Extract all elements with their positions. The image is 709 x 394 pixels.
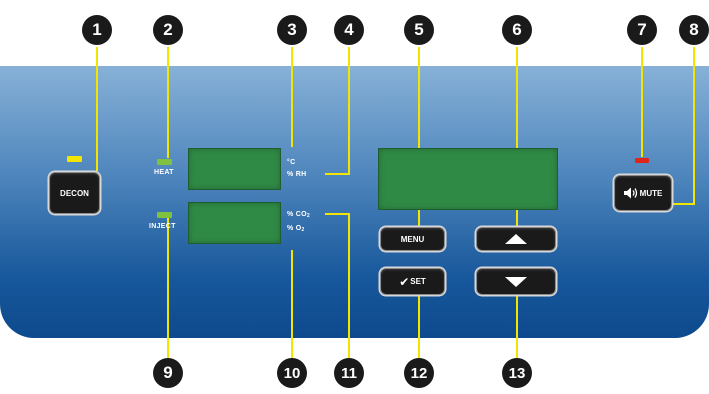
callout-2: 2 bbox=[153, 15, 183, 45]
leader-line-1 bbox=[96, 47, 98, 171]
temperature-display bbox=[188, 148, 281, 190]
set-button[interactable]: ✔ SET bbox=[380, 268, 445, 295]
callout-11: 11 bbox=[334, 358, 364, 388]
decon-button[interactable]: DECON bbox=[49, 172, 100, 214]
mute-alarm-led bbox=[635, 158, 649, 163]
callout-9: 9 bbox=[153, 358, 183, 388]
callout-5: 5 bbox=[404, 15, 434, 45]
menu-button[interactable]: MENU bbox=[380, 227, 445, 251]
rh-label: % RH bbox=[287, 171, 307, 178]
callout-10: 10 bbox=[277, 358, 307, 388]
heat-label: HEAT bbox=[154, 169, 174, 176]
leader-line-7 bbox=[641, 47, 643, 157]
leader-line-4 bbox=[348, 47, 350, 174]
callout-8: 8 bbox=[679, 15, 709, 45]
leader-line-10 bbox=[291, 250, 293, 358]
leader-line-13 bbox=[516, 295, 518, 358]
leader-line-4-h bbox=[325, 173, 350, 175]
leader-line-11-h bbox=[325, 213, 350, 215]
callout-4: 4 bbox=[334, 15, 364, 45]
decon-button-label: DECON bbox=[60, 188, 89, 198]
set-button-label: SET bbox=[410, 277, 426, 286]
celsius-label: °C bbox=[287, 159, 296, 166]
leader-line-6 bbox=[516, 47, 518, 227]
menu-button-label: MENU bbox=[400, 234, 425, 244]
leader-line-5 bbox=[418, 47, 420, 227]
callout-3: 3 bbox=[277, 15, 307, 45]
speaker-icon bbox=[623, 187, 637, 199]
co2-label: % CO2 bbox=[287, 211, 310, 219]
leader-line-2 bbox=[167, 47, 169, 158]
leader-line-12 bbox=[418, 295, 420, 358]
leader-line-9 bbox=[167, 215, 169, 358]
callout-12: 12 bbox=[404, 358, 434, 388]
down-arrow-button[interactable] bbox=[476, 268, 556, 295]
mute-button[interactable]: MUTE bbox=[614, 175, 672, 211]
callout-6: 6 bbox=[502, 15, 532, 45]
arrow-up-icon bbox=[505, 234, 527, 244]
heat-led bbox=[157, 159, 172, 165]
arrow-down-icon bbox=[505, 276, 527, 287]
callout-13: 13 bbox=[502, 358, 532, 388]
main-display bbox=[378, 148, 558, 210]
leader-line-11 bbox=[348, 213, 350, 358]
gas-display bbox=[188, 202, 281, 244]
callout-1: 1 bbox=[82, 15, 112, 45]
leader-line-3 bbox=[291, 47, 293, 147]
mute-button-label: MUTE bbox=[639, 188, 663, 198]
decon-led bbox=[67, 156, 82, 162]
checkmark-icon: ✔ bbox=[399, 274, 410, 289]
up-arrow-button[interactable] bbox=[476, 227, 556, 251]
leader-line-8 bbox=[693, 47, 695, 205]
callout-7: 7 bbox=[627, 15, 657, 45]
inject-label: INJECT bbox=[149, 223, 176, 230]
control-panel bbox=[0, 66, 709, 338]
inject-led bbox=[157, 212, 172, 218]
leader-line-8-h bbox=[672, 203, 695, 205]
o2-label: % O2 bbox=[287, 225, 305, 233]
